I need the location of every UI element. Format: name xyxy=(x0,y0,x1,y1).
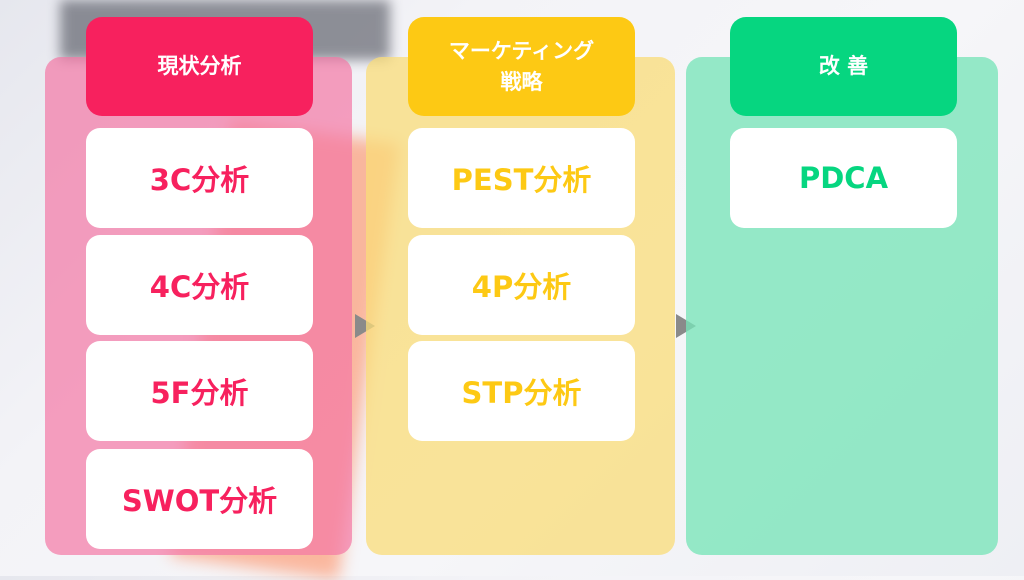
card-4c: 4C分析 xyxy=(86,235,313,335)
card-5f: 5F分析 xyxy=(86,341,313,441)
card-pdca: PDCA xyxy=(730,128,957,228)
header-analysis: 現状分析 xyxy=(86,17,313,116)
card-4p: 4P分析 xyxy=(408,235,635,335)
card-pest: PEST分析 xyxy=(408,128,635,228)
card-swot: SWOT分析 xyxy=(86,449,313,549)
header-strategy: マーケティング 戦略 xyxy=(408,17,635,116)
card-stp: STP分析 xyxy=(408,341,635,441)
card-3c: 3C分析 xyxy=(86,128,313,228)
header-strategy-line1: マーケティング xyxy=(448,39,595,64)
header-strategy-line2: 戦略 xyxy=(500,69,543,94)
header-improvement: 改 善 xyxy=(730,17,957,116)
